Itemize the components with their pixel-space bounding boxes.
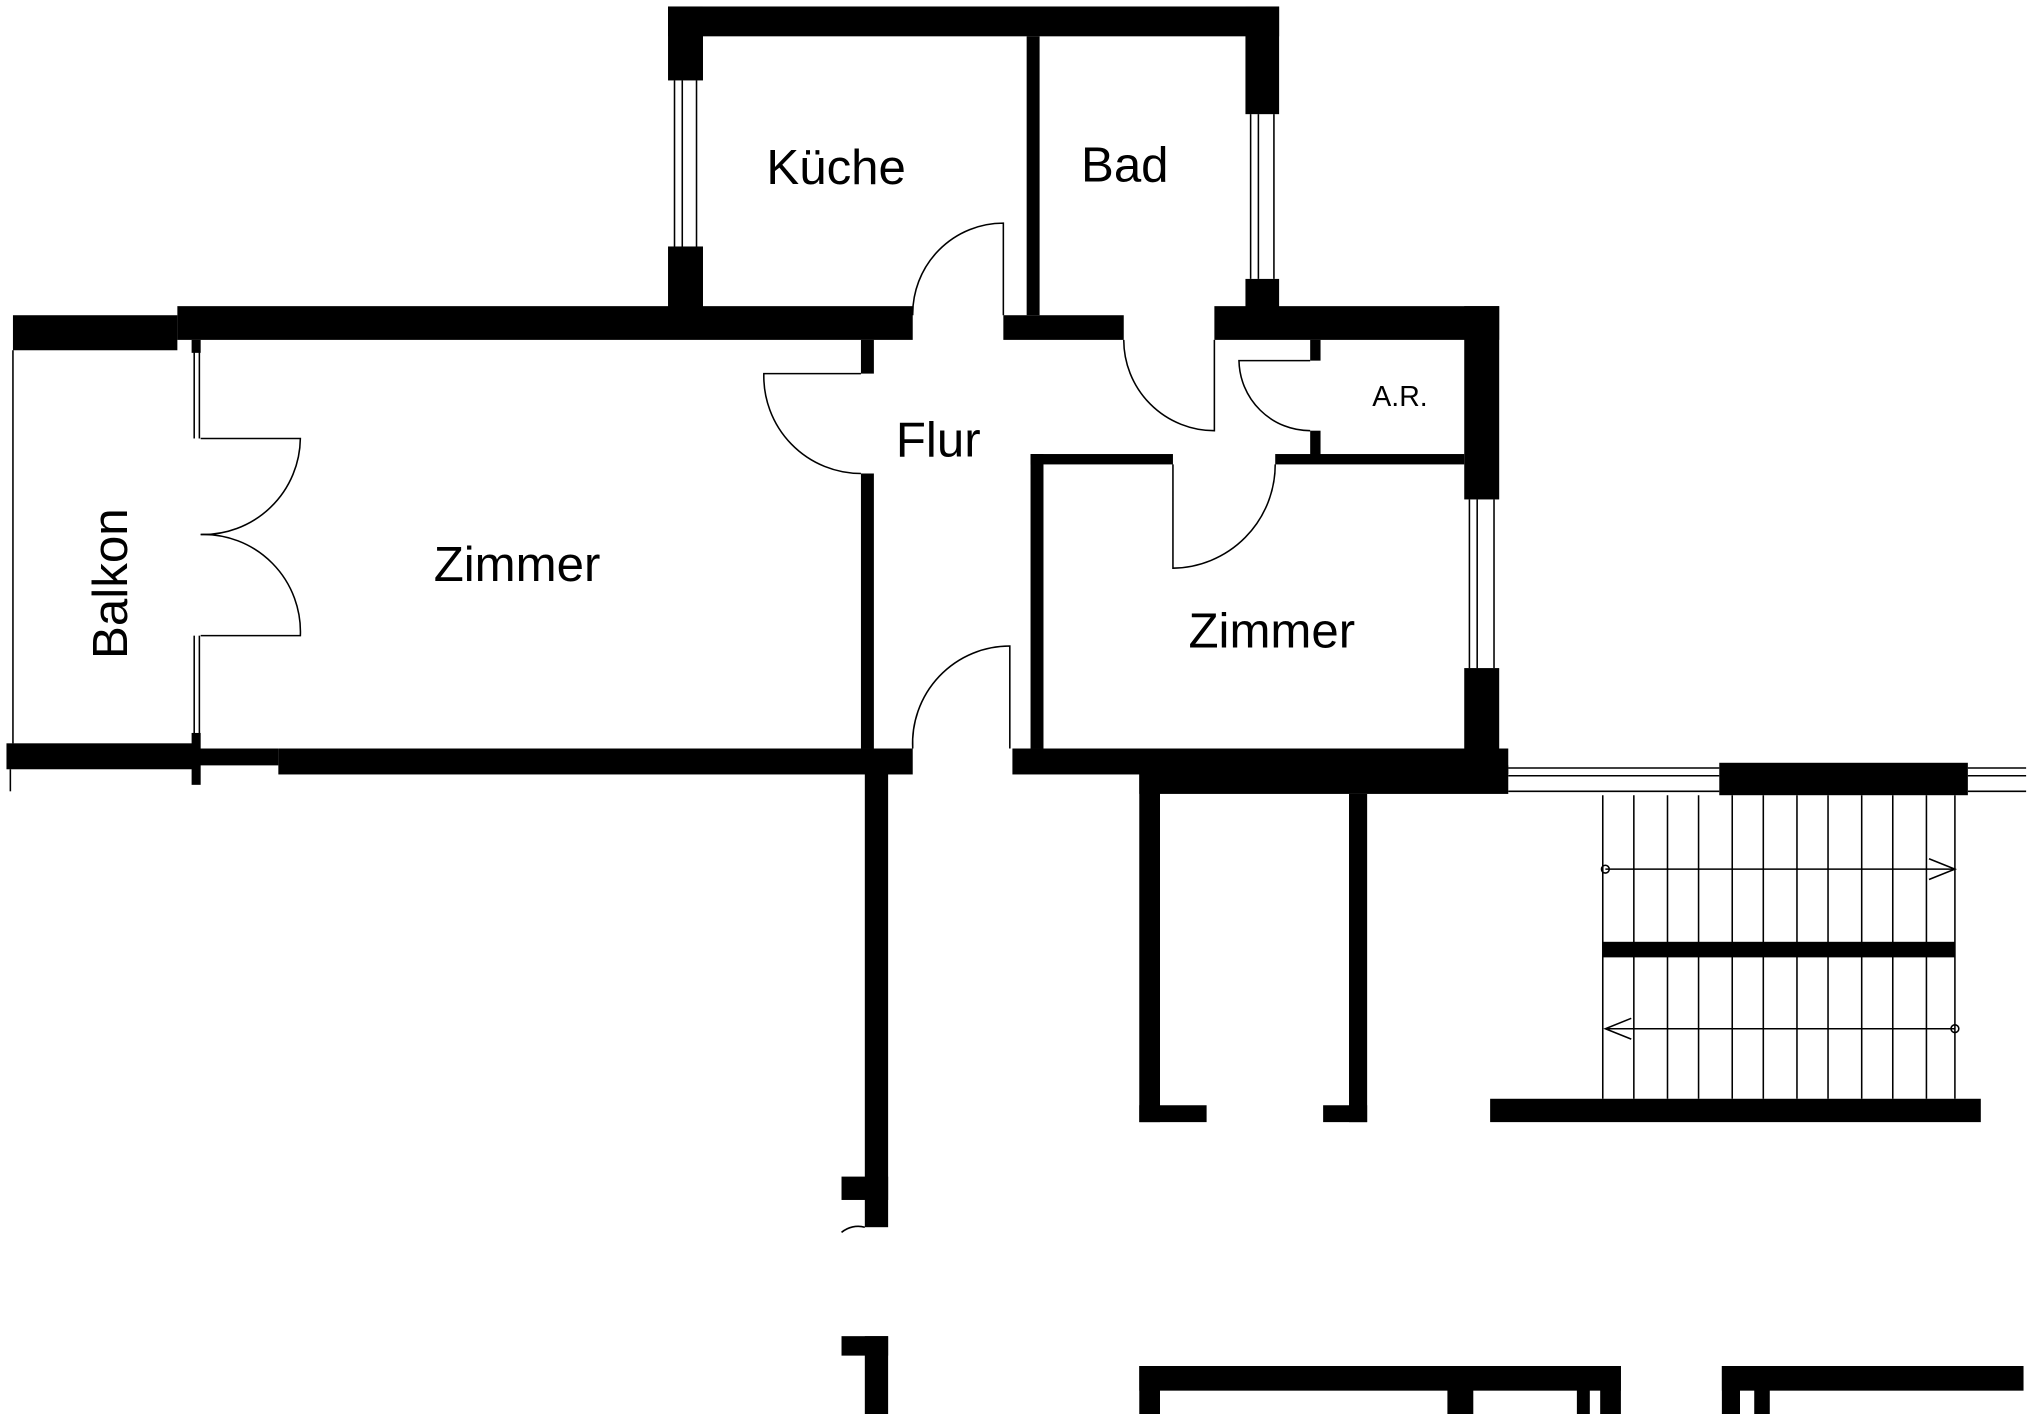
arrow-right-icon: [1928, 858, 1958, 881]
wall: [1721, 1366, 2024, 1391]
windows: [9, 80, 2027, 793]
room-label-bad: Bad: [1081, 138, 1169, 193]
walls: [6, 6, 2024, 1414]
door-swing: [911, 645, 1011, 749]
door-swing: [841, 1225, 866, 1234]
wall: [1447, 1366, 1474, 1414]
wall: [1139, 774, 1160, 1123]
room-label-zimmer-klein: Zimmer: [1188, 603, 1355, 658]
wall: [1214, 306, 1500, 340]
door-swing: [763, 372, 861, 475]
wall: [1310, 430, 1321, 457]
wall: [1323, 1105, 1368, 1123]
wall: [1719, 762, 1968, 796]
wall: [860, 473, 874, 749]
wall: [1349, 793, 1368, 1123]
door-swing: [1122, 339, 1216, 432]
wall: [6, 743, 195, 770]
wall: [1139, 1366, 1621, 1391]
wall: [1139, 765, 1509, 794]
room-label-zimmer-gross: Zimmer: [434, 537, 601, 592]
room-label-abstellraum: A.R.: [1372, 381, 1427, 413]
wall: [1030, 454, 1173, 465]
staircase: [1600, 795, 1960, 1099]
wall: [191, 732, 201, 785]
wall: [841, 1176, 889, 1200]
wall: [1310, 339, 1321, 361]
wall: [864, 765, 889, 1228]
door-swing: [1238, 359, 1311, 432]
wall: [1602, 941, 1955, 958]
stair-start-marker: [1950, 1024, 1960, 1034]
wall: [1754, 1366, 1770, 1414]
doors: [200, 222, 1311, 1234]
arrow-left-icon: [1603, 1017, 1632, 1040]
room-label-kueche: Küche: [766, 140, 905, 195]
wall: [860, 339, 874, 374]
wall: [1026, 36, 1040, 316]
wall: [1490, 1098, 1981, 1123]
wall: [1245, 6, 1280, 115]
wall: [1576, 1366, 1590, 1414]
wall: [1275, 454, 1465, 465]
wall: [668, 6, 1280, 37]
stair-start-marker: [1600, 864, 1611, 874]
wall: [12, 315, 178, 351]
wall: [1721, 1366, 1740, 1414]
wall: [668, 246, 703, 316]
wall: [1600, 1366, 1621, 1414]
wall: [1139, 1105, 1207, 1123]
wall: [1464, 306, 1500, 500]
wall: [1003, 315, 1124, 340]
wall: [191, 339, 201, 353]
door-swing: [200, 533, 302, 637]
wall: [841, 1336, 889, 1356]
door-swing: [200, 437, 302, 536]
wall: [1030, 454, 1044, 749]
room-label-balkon: Balkon: [83, 508, 138, 659]
room-label-flur: Flur: [896, 413, 981, 468]
wall: [278, 748, 913, 775]
door-swing: [1172, 464, 1276, 569]
wall: [1139, 1366, 1160, 1414]
wall: [177, 306, 913, 340]
wall: [668, 6, 703, 81]
door-swing: [911, 222, 1005, 316]
wall: [194, 748, 279, 766]
